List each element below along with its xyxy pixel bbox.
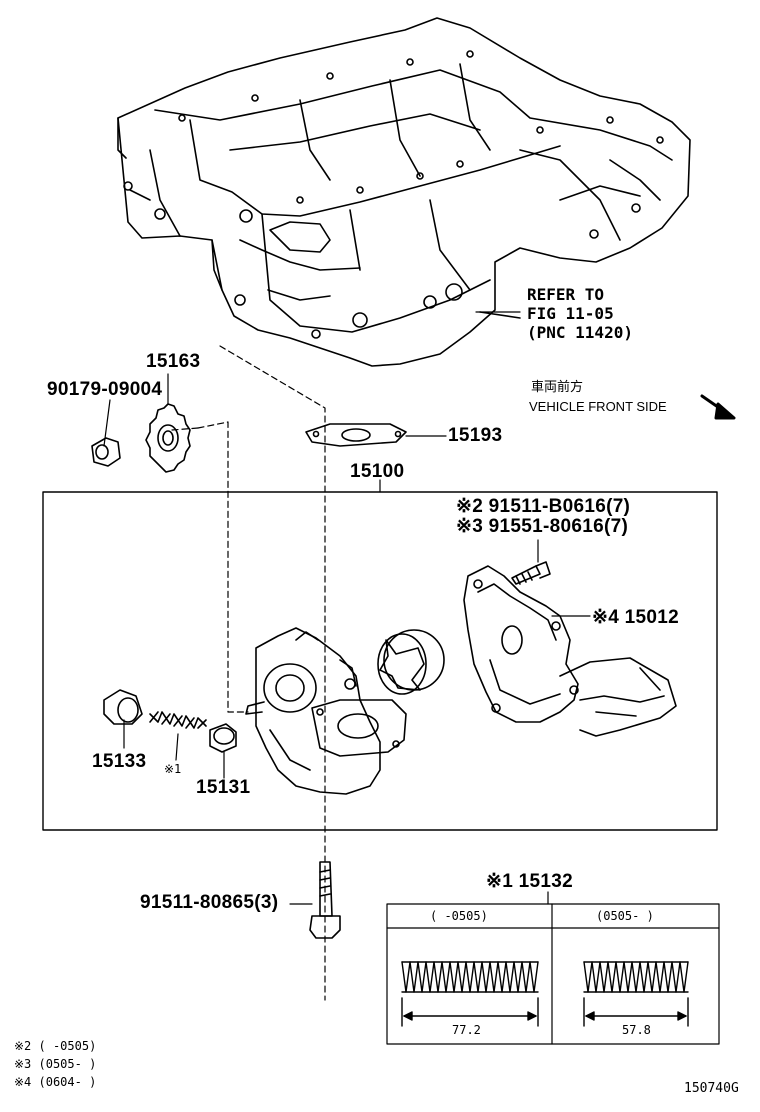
relief-valve-15131 — [209, 723, 237, 753]
part-label-15163[interactable]: 15163 — [146, 351, 201, 372]
bolt-91511-80865 — [309, 861, 341, 939]
part-label-15132[interactable]: ※1 15132 — [486, 871, 573, 892]
part-label-90179-09004[interactable]: 90179-09004 — [47, 379, 163, 400]
part-label-91511-80865[interactable]: 91511-80865(3) — [140, 892, 279, 913]
nut-90179-09004 — [91, 437, 121, 467]
oil-pump-cover-15012 — [463, 565, 677, 737]
vehicle-front-arrow — [700, 394, 736, 420]
bolt-91511-b0616 — [511, 561, 551, 585]
vehicle-front-en: VEHICLE FRONT SIDE — [529, 399, 667, 414]
part-label-15133[interactable]: 15133 — [92, 751, 147, 772]
vehicle-front-jp: 車両前方 — [531, 379, 584, 394]
spring-table-col2-header: (0505- ) — [596, 909, 654, 923]
figure-id: 150740G — [684, 1081, 739, 1096]
part-label-15100[interactable]: 15100 — [350, 461, 405, 482]
footnote-4: ※4 (0604- ) — [14, 1075, 97, 1089]
refer-line-3: (PNC 11420) — [527, 323, 633, 342]
part-label-91551-80616[interactable]: ※3 91551-80616(7) — [456, 516, 629, 537]
oil-pump-assembly-frame — [42, 491, 718, 831]
part-label-15193[interactable]: 15193 — [448, 425, 503, 446]
spring-coil-1 — [401, 961, 539, 1027]
sprocket-15163 — [145, 403, 191, 473]
note-marker-1: ※1 — [164, 762, 182, 776]
spring-table-col1-header: ( -0505) — [430, 909, 488, 923]
oil-pan-illustration — [117, 17, 691, 367]
gasket-15193 — [305, 423, 407, 447]
rotor — [377, 629, 445, 695]
refer-line-1: REFER TO — [527, 285, 605, 304]
footnote-2: ※2 ( -0505) — [14, 1039, 97, 1053]
leader-lines — [103, 311, 591, 905]
part-label-15012[interactable]: ※4 15012 — [592, 607, 679, 628]
spring-length-2: 57.8 — [622, 1023, 651, 1037]
spring-table — [386, 903, 720, 1045]
part-label-91511-b0616[interactable]: ※2 91511-B0616(7) — [456, 496, 631, 517]
refer-line-2: FIG 11-05 — [527, 304, 614, 323]
footnote-3: ※3 (0505- ) — [14, 1057, 97, 1071]
relief-spring — [149, 711, 207, 729]
spring-length-1: 77.2 — [452, 1023, 481, 1037]
spring-coil-2 — [583, 961, 689, 1027]
plug-15133 — [103, 689, 143, 725]
part-label-15131[interactable]: 15131 — [196, 777, 251, 798]
oil-pump-body — [245, 627, 407, 795]
